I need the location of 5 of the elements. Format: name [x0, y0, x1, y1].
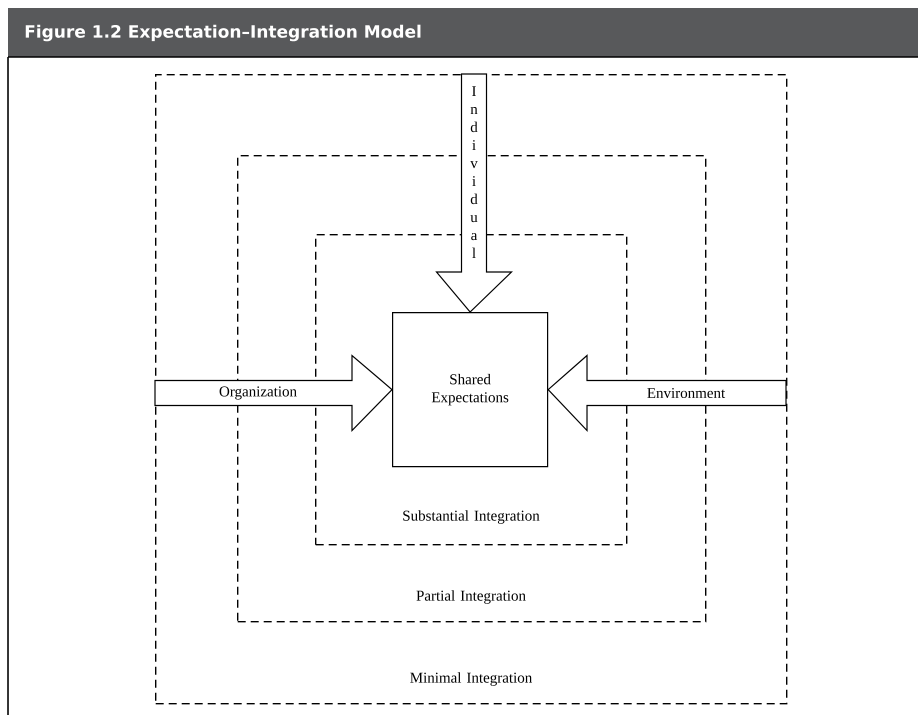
block-arrow [547, 354, 787, 432]
block-arrow [435, 73, 513, 313]
expectations-box: Shared Expectations [392, 312, 548, 468]
title-bar: Figure 1.2 Expectation–Integration Model [8, 8, 918, 57]
block-arrow [154, 354, 393, 432]
